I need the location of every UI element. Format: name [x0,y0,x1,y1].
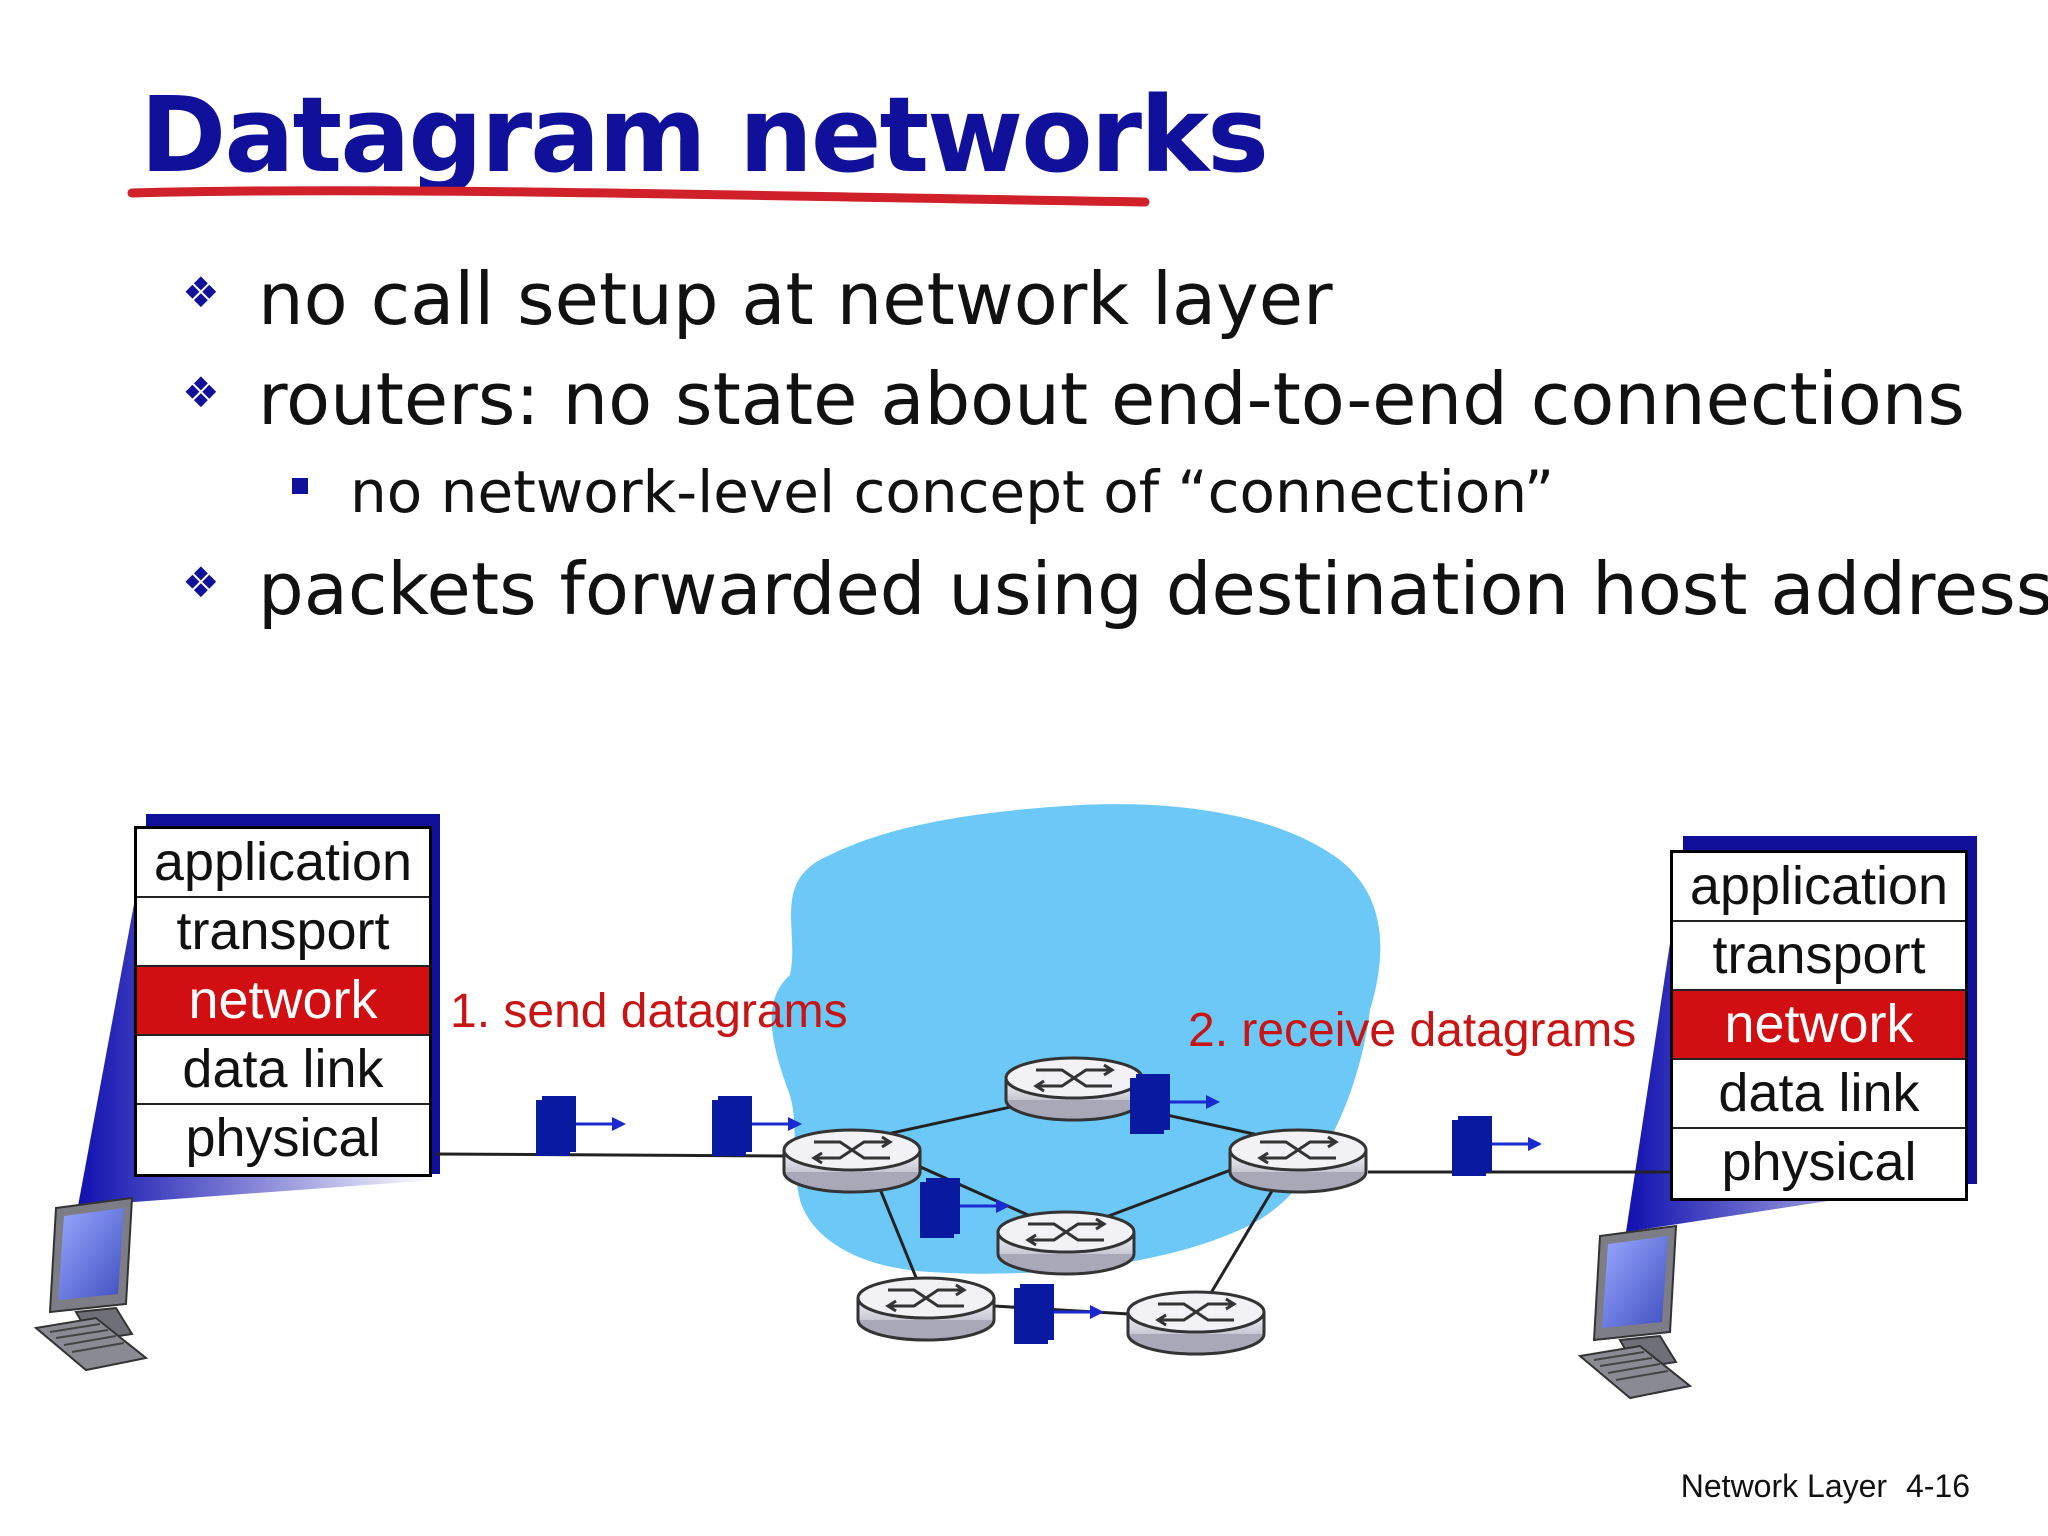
host-computer-icon [35,1197,147,1371]
bullet-2-sub: no network-level concept of “connection” [350,458,1555,526]
router-icon [1228,1128,1368,1194]
step-receive-label: 2. receive datagrams [1188,1004,1637,1057]
layer-transport: transport [137,898,429,967]
datagram-packet [1012,1282,1106,1346]
bullet-3: packets forwarded using destination host… [258,547,2048,631]
layer-transport: transport [1673,922,1965,991]
router-icon [782,1128,922,1194]
step-send-label: 1. send datagrams [450,985,848,1038]
bullet-square-icon [292,478,308,494]
right-protocol-stack: application transport network data link … [1670,850,1968,1201]
slide-footer: Network Layer 4-16 [1681,1468,1970,1505]
host-computer-icon [1579,1225,1691,1399]
layer-data-link: data link [1673,1060,1965,1129]
layer-network: network [137,967,429,1036]
bullet-2: routers: no state about end-to-end conne… [258,357,1965,441]
bullet-diamond-icon: ❖ [182,559,220,606]
slide-title: Datagram networks [140,74,1269,196]
datagram-packet [1450,1114,1544,1178]
layer-application: application [137,829,429,898]
datagram-packet [534,1094,628,1158]
router-icon [1126,1290,1266,1356]
bullet-diamond-icon: ❖ [182,369,220,416]
layer-data-link: data link [137,1036,429,1105]
left-protocol-stack: application transport network data link … [134,826,432,1177]
bullet-diamond-icon: ❖ [182,269,220,316]
bullet-1: no call setup at network layer [258,257,1333,341]
router-icon [996,1210,1136,1276]
layer-physical: physical [185,1108,381,1168]
router-icon [1004,1056,1144,1122]
footer-page-number: 4-16 [1905,1468,1970,1504]
layer-application: application [1673,853,1965,922]
layer-network: network [1673,991,1965,1060]
layer-physical: physical [1721,1132,1917,1192]
router-icon [856,1276,996,1342]
footer-section: Network Layer [1680,1468,1888,1504]
